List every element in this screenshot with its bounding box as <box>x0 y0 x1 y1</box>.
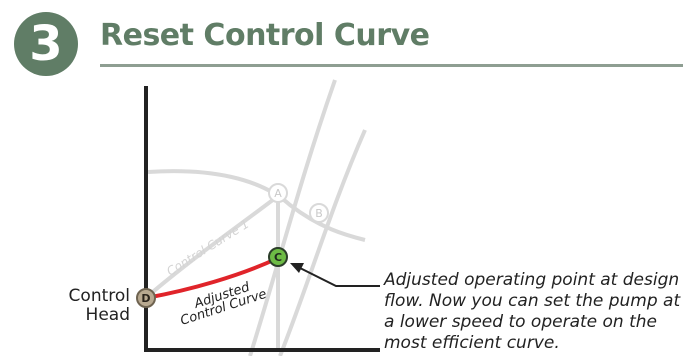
callout-text-line4: most efficient curve. <box>384 333 560 353</box>
point-b-label: B <box>315 207 323 220</box>
callout-text-line3: a lower speed to operate on the <box>384 312 657 332</box>
point-a-marker <box>268 183 288 203</box>
point-c-label: C <box>274 251 282 264</box>
control-curve-1-label: Control Curve 1 <box>164 217 251 279</box>
header: 3 Reset Control Curve <box>0 0 691 80</box>
callout-text-line1: Adjusted operating point at design <box>384 270 680 290</box>
system-curve-steep <box>248 79 337 356</box>
point-b-marker <box>309 203 329 223</box>
step-number-badge: 3 <box>14 12 78 76</box>
y-axis-label-line2: Head <box>85 305 130 325</box>
point-c-marker <box>268 247 288 267</box>
callout-leader-line <box>299 267 380 287</box>
adjusted-control-curve-line <box>145 256 279 300</box>
callout-arrowhead <box>290 263 304 273</box>
pump-curve-upper <box>147 169 366 242</box>
system-curve-shallow <box>278 129 367 356</box>
point-d-marker <box>136 288 156 308</box>
title-divider <box>100 64 683 67</box>
callout-text-line2: flow. Now you can set the pump at <box>384 291 681 311</box>
page-title: Reset Control Curve <box>100 18 430 53</box>
point-d-label: D <box>141 292 150 305</box>
point-a-label: A <box>274 187 282 200</box>
y-axis-label-line1: Control <box>68 286 130 306</box>
control-curve-1-line <box>146 194 280 298</box>
